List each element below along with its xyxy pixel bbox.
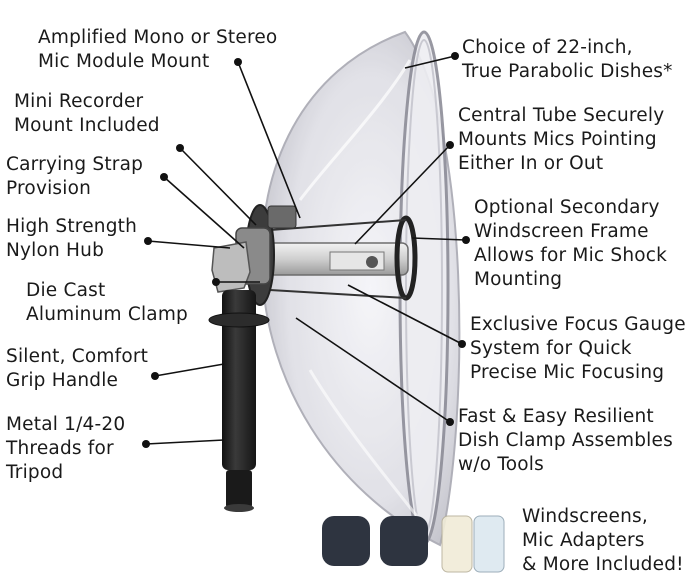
dish-rim: [398, 30, 450, 546]
label-accessories: Windscreens, Mic Adapters & More Include…: [522, 506, 684, 575]
label-mini-recorder: Mini Recorder Mount Included: [14, 91, 160, 136]
grip-handle: [222, 290, 256, 470]
foam-windscreen-2: [380, 516, 428, 566]
label-parabolic-dishes: Choice of 22-inch, True Parabolic Dishes…: [462, 37, 673, 82]
label-nylon-hub: High Strength Nylon Hub: [6, 216, 138, 261]
mic-adapter-1: [441, 515, 473, 573]
label-tripod-threads: Metal 1/4-20 Threads for Tripod: [6, 414, 126, 483]
label-carrying-strap: Carrying Strap Provision: [6, 154, 144, 199]
label-dish-clamp: Fast & Easy Resilient Dish Clamp Assembl…: [458, 406, 673, 475]
label-central-tube: Central Tube Securely Mounts Mics Pointi…: [458, 105, 665, 174]
label-mic-module-mount: Amplified Mono or Stereo Mic Module Moun…: [38, 27, 278, 72]
aluminum-clamp: [211, 241, 251, 293]
label-grip-handle: Silent, Comfort Grip Handle: [6, 346, 149, 391]
accessories-illustration: [322, 515, 505, 573]
mic-adapter-2: [473, 515, 505, 573]
label-focus-gauge: Exclusive Focus Gauge System for Quick P…: [470, 314, 686, 383]
label-windscreen-frame: Optional Secondary Windscreen Frame Allo…: [474, 197, 668, 290]
foam-windscreen-1: [322, 516, 370, 566]
label-aluminum-clamp: Die Cast Aluminum Clamp: [26, 280, 188, 325]
